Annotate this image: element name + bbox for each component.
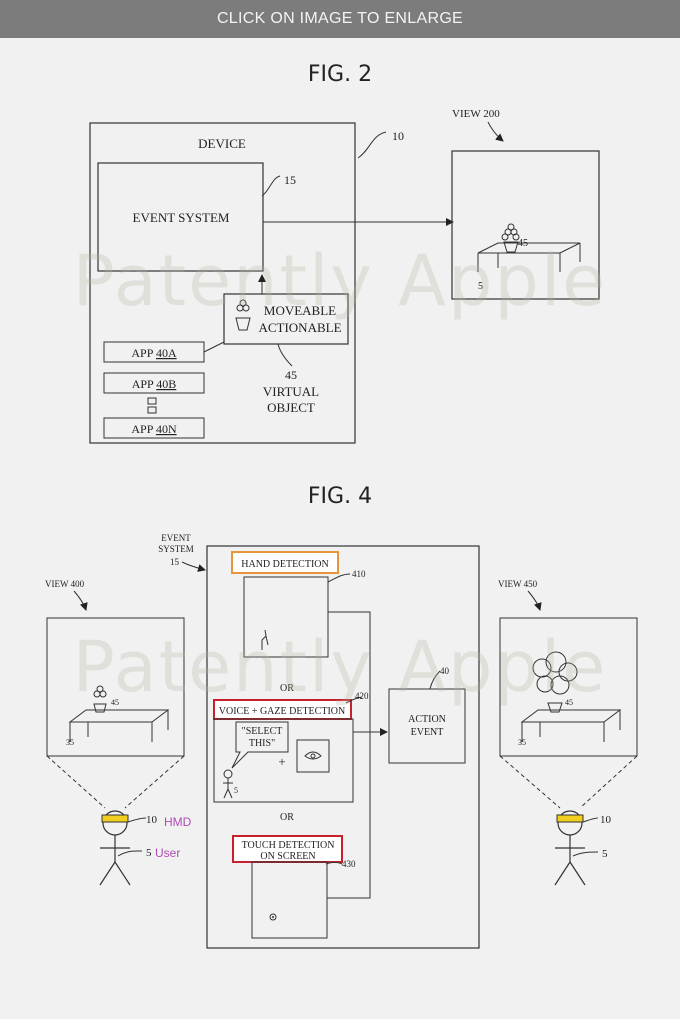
touch-panel [251, 861, 328, 939]
view400-table [68, 709, 170, 742]
hand-ref: 410 [352, 569, 366, 579]
object-ref-view200: 45 [518, 238, 528, 249]
fig4-event-system-line2: SYSTEM [158, 544, 194, 554]
plus-sign: + [278, 754, 285, 769]
view450-table [520, 709, 622, 742]
view450-plant-icon [532, 651, 578, 713]
view450-box [499, 617, 638, 757]
plant-icon-small [235, 299, 251, 331]
voice-ref: 420 [355, 691, 369, 701]
view450-object-ref: 45 [565, 698, 573, 707]
left-hmd-ref: 10 [146, 814, 158, 826]
left-hmd-icon [101, 814, 129, 823]
touch-ref: 430 [342, 859, 356, 869]
app-40a-label: APP 40A [131, 346, 177, 360]
moveable-line2: ACTIONABLE [258, 320, 341, 335]
action-line2: EVENT [411, 727, 444, 738]
view400-table-ref: 35 [66, 738, 74, 747]
app-40n-label: APP 40N [131, 422, 177, 436]
table-drawing [477, 242, 581, 272]
voice-gaze-label: VOICE + GAZE DETECTION [219, 706, 345, 717]
view200-box [451, 150, 600, 300]
or-1: OR [280, 683, 294, 694]
device-box [89, 122, 356, 444]
speech-line2: THIS" [249, 738, 275, 749]
eye-frame [296, 739, 330, 773]
moveable-line1: MOVEABLE [264, 303, 336, 318]
action-event-box [388, 688, 466, 764]
view450-label: VIEW 450 [498, 579, 538, 589]
enlarge-banner[interactable]: CLICK ON IMAGE TO ENLARGE [0, 0, 680, 38]
action-ref: 40 [440, 666, 450, 676]
fig4-title: FIG. 4 [307, 484, 373, 509]
hmd-label: HMD [164, 815, 192, 829]
view200-label: VIEW 200 [452, 108, 500, 120]
small-person-icon [223, 769, 233, 799]
fig4-event-system-ref: 15 [170, 557, 180, 567]
right-user-figure [554, 810, 586, 886]
table-ref-view200: 5 [478, 281, 483, 292]
view400-box [46, 617, 185, 757]
touch-line2: ON SCREEN [260, 851, 315, 862]
fig4-diagram: EVENT SYSTEM 15 HAND DETECTION 410 OR VO… [45, 533, 638, 949]
hand-detection-box [231, 551, 339, 574]
device-ref: 10 [392, 129, 404, 143]
app-40a-box [103, 341, 205, 363]
fig2-title: FIG. 2 [307, 62, 373, 87]
eye-icon [304, 751, 322, 760]
left-user-ref: 5 [146, 847, 152, 859]
plant-icon [501, 223, 520, 253]
hand-detection-panel [243, 576, 329, 658]
fig4-event-system-line1: EVENT [161, 533, 191, 543]
right-hmd-icon [556, 814, 584, 823]
event-system-label: EVENT SYSTEM [133, 210, 230, 225]
vo-line1: VIRTUAL [263, 384, 319, 399]
moveable-box [223, 293, 349, 345]
or-2: OR [280, 812, 294, 823]
vo-line2: OBJECT [267, 400, 315, 415]
app-40n-box [103, 417, 205, 439]
hand-detection-label: HAND DETECTION [241, 559, 329, 570]
touch-line1: TOUCH DETECTION [242, 840, 335, 851]
event-system-ref: 15 [284, 173, 296, 187]
touch-detection-box [232, 835, 343, 863]
view450-table-ref: 35 [518, 738, 526, 747]
event-system-box [97, 162, 264, 272]
view400-label: VIEW 400 [45, 579, 85, 589]
right-user-ref: 5 [602, 848, 608, 860]
action-line1: ACTION [408, 714, 446, 725]
view400-object-ref: 45 [111, 698, 119, 707]
device-label: DEVICE [198, 136, 246, 151]
view400-plant-icon [93, 685, 107, 713]
vo-ref: 45 [285, 368, 297, 382]
right-hmd-ref: 10 [600, 814, 612, 826]
small-person-ref: 5 [234, 786, 238, 795]
speech-line1: "SELECT [242, 726, 283, 737]
left-user-figure [99, 810, 131, 886]
fig4-event-system-box [206, 545, 480, 949]
user-label: User [155, 846, 180, 860]
fig2-diagram: DEVICE 10 EVENT SYSTEM 15 VIEW 200 45 5 [89, 108, 600, 444]
voice-gaze-panel [213, 718, 354, 803]
app-40b-box [103, 372, 205, 394]
app-40b-label: APP 40B [132, 377, 177, 391]
